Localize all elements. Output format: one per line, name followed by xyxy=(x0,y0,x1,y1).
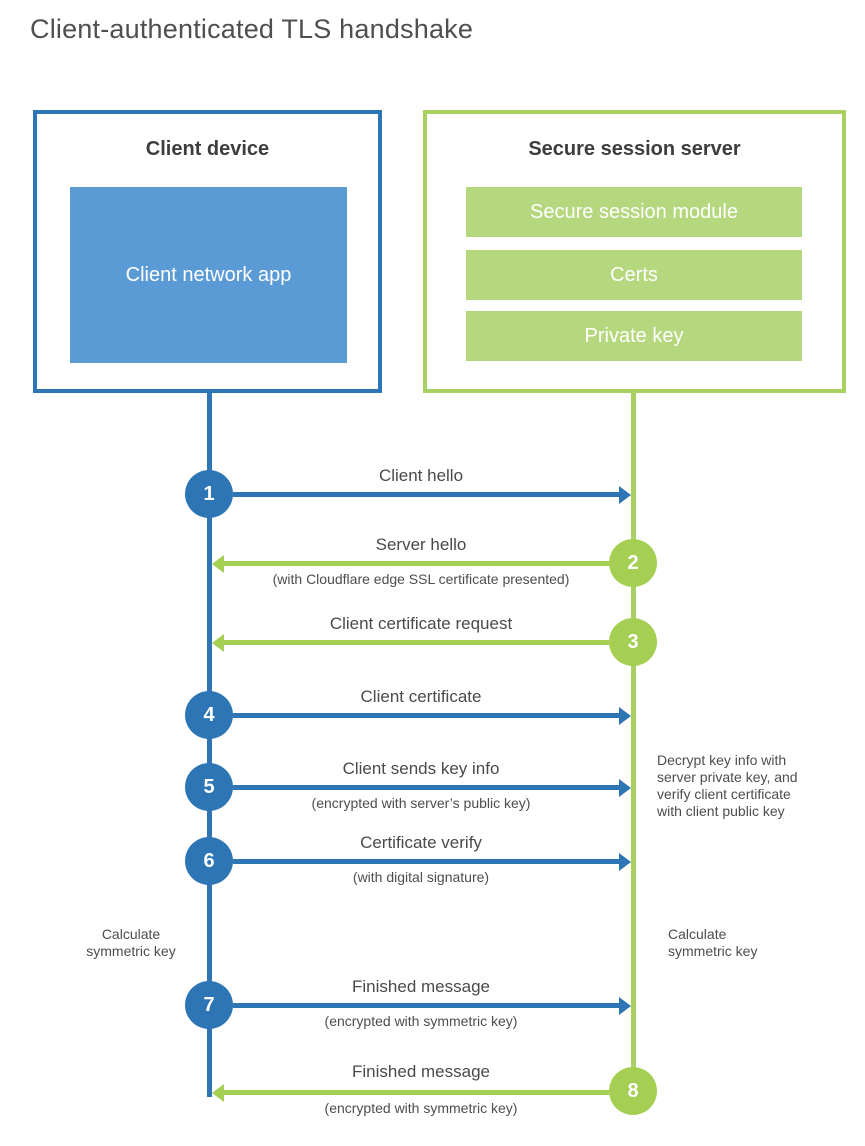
step-label-3: Client certificate request xyxy=(329,614,513,633)
module-bar-private-key: Private key xyxy=(466,311,802,361)
arrow-client-certificate-request xyxy=(212,634,609,652)
step-circle-7: 7 xyxy=(185,981,233,1029)
module-bar-certs: Certs xyxy=(466,250,802,300)
secure-session-server-title: Secure session server xyxy=(528,138,741,160)
step-number: 3 xyxy=(627,630,639,653)
step-number: 8 xyxy=(627,1079,639,1102)
step-sublabel-2: (with Cloudflare edge SSL certificate pr… xyxy=(272,571,570,587)
step-number: 4 xyxy=(203,703,215,726)
arrow-client-hello xyxy=(233,486,631,504)
client-network-app-box: Client network app xyxy=(70,187,347,363)
module-bar-secure-session-module: Secure session module xyxy=(466,187,802,237)
calculate-symmetric-key-note-client: Calculate symmetric key xyxy=(86,926,176,959)
step-label-4: Client certificate xyxy=(360,687,482,706)
arrow-server-hello xyxy=(212,555,609,573)
calculate-symmetric-key-note-server: Calculate symmetric key xyxy=(668,926,758,959)
step-label-7: Finished message xyxy=(352,977,490,996)
arrow-finished-message-client xyxy=(233,997,631,1015)
step-label-8: Finished message xyxy=(352,1062,490,1081)
step-circle-3: 3 xyxy=(609,618,657,666)
step-sublabel-6: (with digital signature) xyxy=(352,869,490,885)
step-sublabel-8: (encrypted with symmetric key) xyxy=(324,1100,518,1116)
step-label-2: Server hello xyxy=(375,535,467,554)
step-label-6: Certificate verify xyxy=(360,833,482,852)
step-circle-5: 5 xyxy=(185,763,233,811)
module-label: Certs xyxy=(610,263,658,286)
arrow-finished-message-server xyxy=(212,1084,609,1102)
client-device-title: Client device xyxy=(145,138,270,160)
arrow-client-sends-key-info xyxy=(233,779,631,797)
page-title: Client-authenticated TLS handshake xyxy=(30,14,474,44)
arrow-client-certificate xyxy=(233,707,631,725)
step-circle-2: 2 xyxy=(609,539,657,587)
client-lifeline xyxy=(207,393,212,1097)
step-circle-6: 6 xyxy=(185,837,233,885)
step-number: 2 xyxy=(627,551,639,574)
step-number: 6 xyxy=(203,849,215,872)
module-label: Private key xyxy=(584,324,684,347)
decrypt-key-info-note: Decrypt key info with server private key… xyxy=(657,752,798,819)
step-number: 7 xyxy=(203,993,215,1016)
step-label-1: Client hello xyxy=(378,466,464,485)
step-circle-1: 1 xyxy=(185,470,233,518)
arrow-certificate-verify xyxy=(233,853,631,871)
module-label: Secure session module xyxy=(530,200,738,223)
step-number: 5 xyxy=(203,775,215,798)
step-sublabel-7: (encrypted with symmetric key) xyxy=(324,1013,518,1029)
step-number: 1 xyxy=(203,482,215,505)
step-circle-8: 8 xyxy=(609,1067,657,1115)
step-label-5: Client sends key info xyxy=(342,759,500,778)
client-network-app-label: Client network app xyxy=(125,264,292,286)
server-lifeline xyxy=(631,393,636,1091)
step-sublabel-5: (encrypted with server’s public key) xyxy=(311,795,531,811)
step-circle-4: 4 xyxy=(185,691,233,739)
